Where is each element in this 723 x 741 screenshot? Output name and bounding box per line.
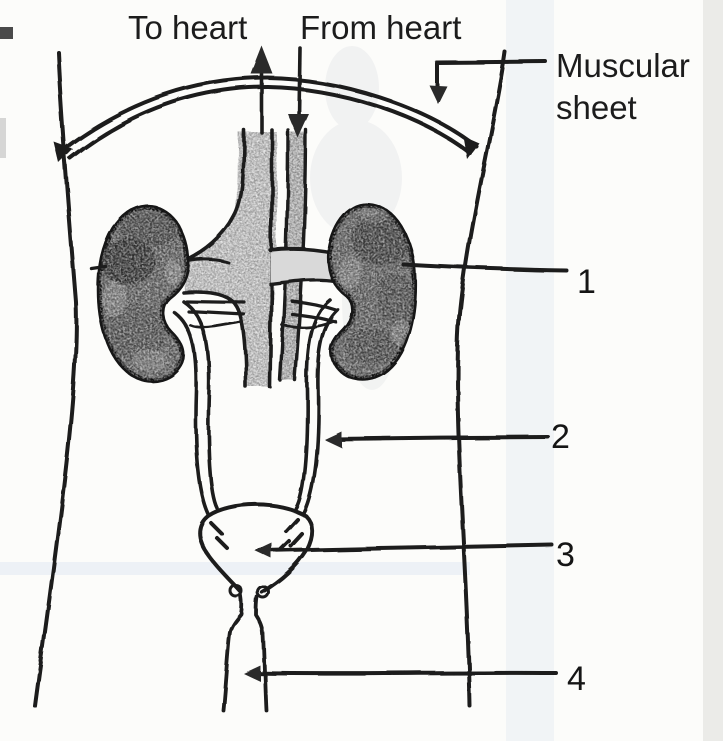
pointer-number-1: 1: [577, 263, 596, 301]
arrow-left-icon: [255, 543, 272, 559]
arrow-up-icon: [251, 46, 273, 74]
scan-smudge: [0, 118, 6, 158]
arrow-down-icon: [429, 85, 447, 104]
pointer-lines: [243, 263, 569, 681]
arrow-left-icon: [243, 665, 260, 681]
diaphragm-end-left: [54, 142, 73, 163]
renal-vein-right: [270, 248, 334, 284]
ureter-left: [172, 310, 210, 516]
vena-cava: [183, 132, 277, 387]
ureter-right: [301, 308, 340, 516]
torso-outline-left: [33, 50, 79, 708]
arrow-down-icon: [288, 114, 309, 138]
pointer-line-1: [402, 263, 569, 273]
arrow-left-icon: [324, 431, 341, 447]
renal-artery-right: [290, 299, 338, 312]
diaphragm-end-right: [463, 136, 479, 159]
scan-edge-shadow: [703, 0, 723, 741]
torso-outline-right: [455, 50, 507, 708]
kidneys: [90, 202, 417, 383]
urethra: [221, 594, 268, 712]
label-from-heart: From heart: [300, 9, 461, 46]
bladder: [197, 502, 315, 599]
label-muscular-sheet-line2: sheet: [556, 89, 637, 126]
scan-blue-band-vertical: [506, 0, 554, 741]
kidney-left-tick: [90, 265, 108, 271]
diagram-labels: To heart From heart Muscular sheet 1 2 3…: [128, 9, 690, 698]
bladder-wall-dashes: [209, 517, 304, 551]
renal-artery-left: [184, 299, 246, 304]
ureters: [172, 298, 340, 516]
label-muscular-sheet-line1: Muscular: [556, 47, 690, 84]
pointer-number-4: 4: [567, 660, 586, 698]
scan-blue-band-horizontal: [0, 562, 470, 575]
sphincter-loop-right: [256, 585, 270, 599]
pointer-line-4: [247, 670, 558, 676]
label-to-heart: To heart: [128, 9, 247, 46]
pointer-number-2: 2: [551, 418, 570, 456]
from-heart-arrow-line: [297, 46, 302, 120]
pointer-line-2: [330, 435, 550, 441]
flow-arrows: [251, 46, 309, 138]
scan-mark: [0, 27, 13, 39]
pointer-line-3: [260, 543, 554, 553]
muscular-sheet-pointer: [429, 60, 548, 104]
pointer-number-3: 3: [556, 536, 575, 574]
muscular-sheet-diaphragm: [54, 76, 479, 163]
sphincter-loop-left: [229, 584, 243, 598]
